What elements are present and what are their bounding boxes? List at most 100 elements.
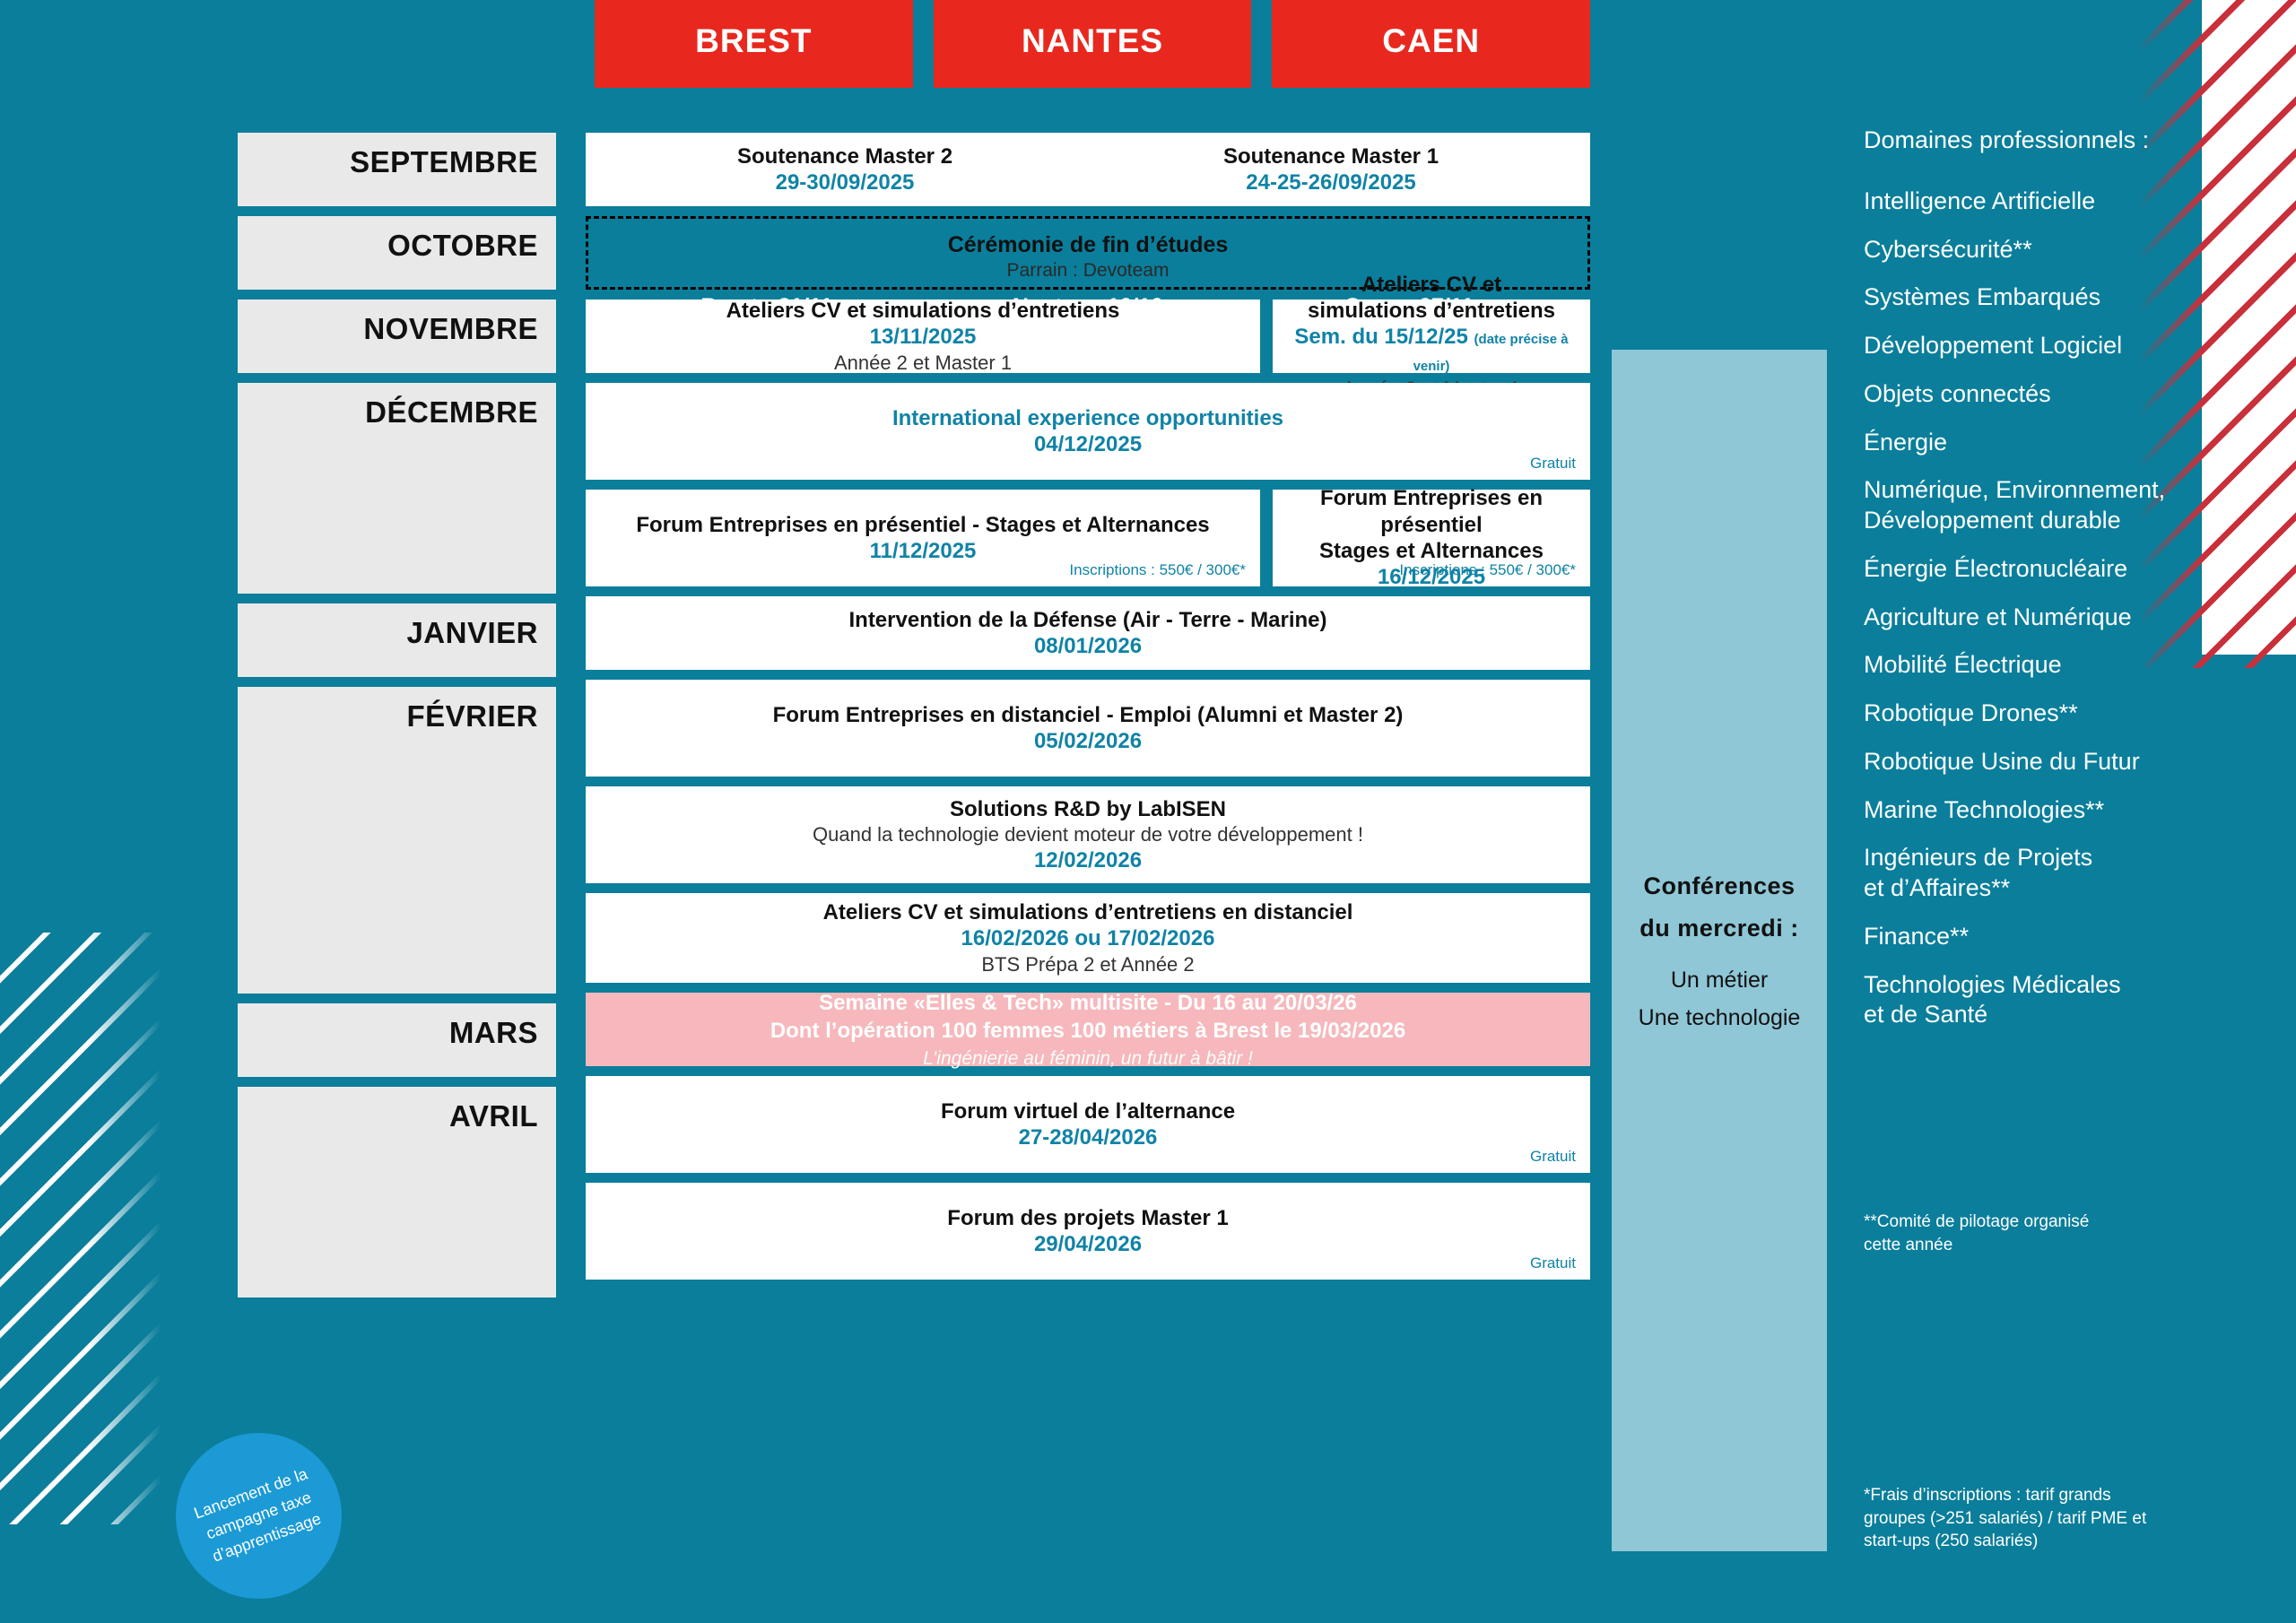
event-title-line1: Forum Entreprises en présentiel	[1319, 486, 1544, 537]
month-decembre: DÉCEMBRE	[238, 383, 556, 594]
domain-item: Mobilité Électrique	[1864, 651, 2062, 679]
event-date: 29/04/2026	[1033, 1232, 1143, 1256]
event-card-forum-presentiel-caen[interactable]: Forum Entreprises en présentiel Stages e…	[1273, 486, 1590, 589]
event-date: 16/02/2026 ou 17/02/2026	[961, 926, 1215, 951]
decorative-stripes-left	[0, 933, 161, 1524]
event-card-ateliers-cv-novembre[interactable]: Ateliers CV et simulations d’entretiens …	[586, 298, 1260, 374]
month-label: SEPTEMBRE	[350, 145, 538, 178]
domain-item: Développement Logiciel	[1864, 332, 2123, 359]
month-label: NOVEMBRE	[363, 312, 538, 345]
domain-item: Finance**	[1864, 922, 1970, 950]
ceremony-title: Cérémonie de fin d’études	[947, 232, 1229, 257]
events-row-forum-distanciel: Forum Entreprises en distanciel - Emploi…	[586, 680, 1590, 777]
month-janvier: JANVIER	[238, 603, 556, 677]
conferences-title: Conférences du mercredi :	[1639, 865, 1799, 950]
events-row-forum-projets: Forum des projets Master 1 29/04/2026 Gr…	[586, 1183, 1590, 1280]
event-date-note: (date précise à venir)	[1413, 332, 1569, 374]
month-septembre: SEPTEMBRE	[238, 133, 556, 206]
domain-item: Numérique, Environnement, Développement …	[1864, 476, 2166, 534]
event-audience: BTS Prépa 2 et Année 2	[981, 952, 1195, 976]
event-card-forum-presentiel[interactable]: Forum Entreprises en présentiel - Stages…	[586, 490, 1260, 586]
taxe-apprentissage-badge[interactable]: Lancement de la campagne taxe d’apprenti…	[176, 1433, 342, 1599]
events-grid: Soutenance Master 2 29-30/09/2025 Souten…	[586, 133, 1590, 1289]
event-title: Soutenance Master 2	[736, 143, 953, 169]
conferences-line2: Une technologie	[1638, 1005, 1801, 1031]
note-comite-pilotage: **Comité de pilotage organisé cette anné…	[1864, 1212, 2090, 1254]
events-row-labisen: Solutions R&D by LabISEN Quand la techno…	[586, 786, 1590, 883]
event-title-line1: Ateliers CV et	[1361, 272, 1502, 297]
month-label: JANVIER	[406, 616, 538, 649]
city-header-row: BREST NANTES CAEN	[595, 0, 1591, 88]
domain-item: Agriculture et Numérique	[1864, 603, 2132, 630]
domain-item: Robotique Usine du Futur	[1864, 747, 2140, 775]
event-price: Gratuit	[1529, 1254, 1576, 1271]
badge-label: Lancement de la campagne taxe d’apprenti…	[191, 1464, 324, 1567]
month-label: DÉCEMBRE	[365, 395, 538, 429]
event-tagline: L’ingénierie au féminin, un futur à bâti…	[923, 1048, 1253, 1070]
events-row-international: International experience opportunities 0…	[586, 383, 1590, 480]
event-card-ateliers-cv-caen[interactable]: Ateliers CV et simulations d’entretiens …	[1273, 273, 1590, 400]
city-label: NANTES	[1021, 22, 1164, 59]
event-title-line2: simulations d’entretiens	[1307, 298, 1556, 323]
event-date: 12/02/2026	[1033, 847, 1143, 872]
note-frais-inscriptions: *Frais d’inscriptions : tarif grands gro…	[1864, 1486, 2147, 1551]
domains-column: Domaines professionnels : Intelligence A…	[1864, 126, 2222, 1048]
event-line1: Semaine «Elles & Tech» multisite - Du 16…	[819, 990, 1357, 1015]
month-label: OCTOBRE	[387, 229, 538, 262]
ceremony-sponsor: Parrain : Devoteam	[1006, 260, 1170, 281]
event-title: Forum Entreprises en présentiel - Stages…	[636, 512, 1210, 537]
event-card-labisen[interactable]: Solutions R&D by LabISEN Quand la techno…	[586, 786, 1590, 883]
city-header-nantes: NANTES	[933, 0, 1252, 88]
domain-item: Cybersécurité**	[1864, 235, 2032, 263]
events-row-mars: Semaine «Elles & Tech» multisite - Du 16…	[586, 991, 1590, 1069]
event-price: Gratuit	[1529, 455, 1576, 472]
event-title: Forum virtuel de l’alternance	[940, 1098, 1236, 1124]
event-card-defense[interactable]: Intervention de la Défense (Air - Terre …	[586, 596, 1590, 670]
event-date: 05/02/2026	[1033, 729, 1143, 753]
event-title-line2: Stages et Alternances	[1319, 539, 1544, 563]
city-header-brest: BREST	[595, 0, 913, 88]
events-row-forum-virtuel: Forum virtuel de l’alternance 27-28/04/2…	[586, 1076, 1590, 1173]
month-avril: AVRIL	[238, 1087, 556, 1298]
event-card-ateliers-distanciel[interactable]: Ateliers CV et simulations d’entretiens …	[586, 893, 1590, 983]
event-card-soutenances[interactable]: Soutenance Master 2 29-30/09/2025 Souten…	[586, 133, 1590, 206]
month-octobre: OCTOBRE	[238, 216, 556, 290]
event-date-value: Sem. du 15/12/25	[1294, 325, 1468, 350]
month-label: AVRIL	[448, 1099, 538, 1133]
city-header-caen: CAEN	[1272, 0, 1591, 88]
domain-item: Objets connectés	[1864, 379, 2051, 407]
domain-item: Intelligence Artificielle	[1864, 187, 2096, 214]
event-card-forum-virtuel[interactable]: Forum virtuel de l’alternance 27-28/04/2…	[586, 1076, 1590, 1173]
domain-item: Technologies Médicales et de Santé	[1864, 970, 2121, 1028]
domain-item: Marine Technologies**	[1864, 795, 2105, 823]
event-card-forum-distanciel[interactable]: Forum Entreprises en distanciel - Emploi…	[586, 680, 1590, 777]
city-label: CAEN	[1382, 22, 1481, 59]
event-price: Inscriptions : 550€ / 300€*	[1399, 561, 1576, 578]
event-title: Intervention de la Défense (Air - Terre …	[848, 607, 1327, 632]
event-card-elles-et-tech[interactable]: Semaine «Elles & Tech» multisite - Du 16…	[586, 991, 1590, 1069]
month-sidebar: SEPTEMBRE OCTOBRE NOVEMBRE DÉCEMBRE JANV…	[238, 133, 556, 1307]
event-audience: Année 2 et Master 1	[833, 351, 1013, 374]
events-row-forum-presentiel: Forum Entreprises en présentiel - Stages…	[586, 486, 1590, 589]
domain-item: Ingénieurs de Projets et d’Affaires**	[1864, 844, 2093, 901]
month-fevrier: FÉVRIER	[238, 687, 556, 994]
domain-item: Robotique Drones**	[1864, 699, 2078, 726]
event-date: 29-30/09/2025	[775, 170, 915, 195]
event-date: 08/01/2026	[1033, 634, 1143, 658]
events-row-novembre: Ateliers CV et simulations d’entretiens …	[586, 273, 1590, 400]
domain-item: Systèmes Embarqués	[1864, 283, 2101, 311]
conferences-title-line1: Conférences	[1643, 872, 1796, 899]
event-card-international[interactable]: International experience opportunities 0…	[586, 383, 1590, 480]
events-row-janvier: Intervention de la Défense (Air - Terre …	[586, 596, 1590, 670]
event-date: 04/12/2025	[1033, 432, 1143, 456]
event-date: 13/11/2025	[869, 325, 977, 350]
events-row-ateliers-distanciel: Ateliers CV et simulations d’entretiens …	[586, 893, 1590, 983]
event-subtitle: Quand la technologie devient moteur de v…	[813, 823, 1363, 846]
month-label: FÉVRIER	[406, 699, 538, 733]
event-card-forum-projets[interactable]: Forum des projets Master 1 29/04/2026 Gr…	[586, 1183, 1590, 1280]
event-title: Forum des projets Master 1	[947, 1205, 1229, 1230]
event-title: Ateliers CV et simulations d’entretiens	[726, 298, 1120, 323]
conferences-line1: Un métier	[1670, 968, 1769, 994]
event-date: Sem. du 15/12/25 (date précise à venir)	[1289, 324, 1574, 377]
